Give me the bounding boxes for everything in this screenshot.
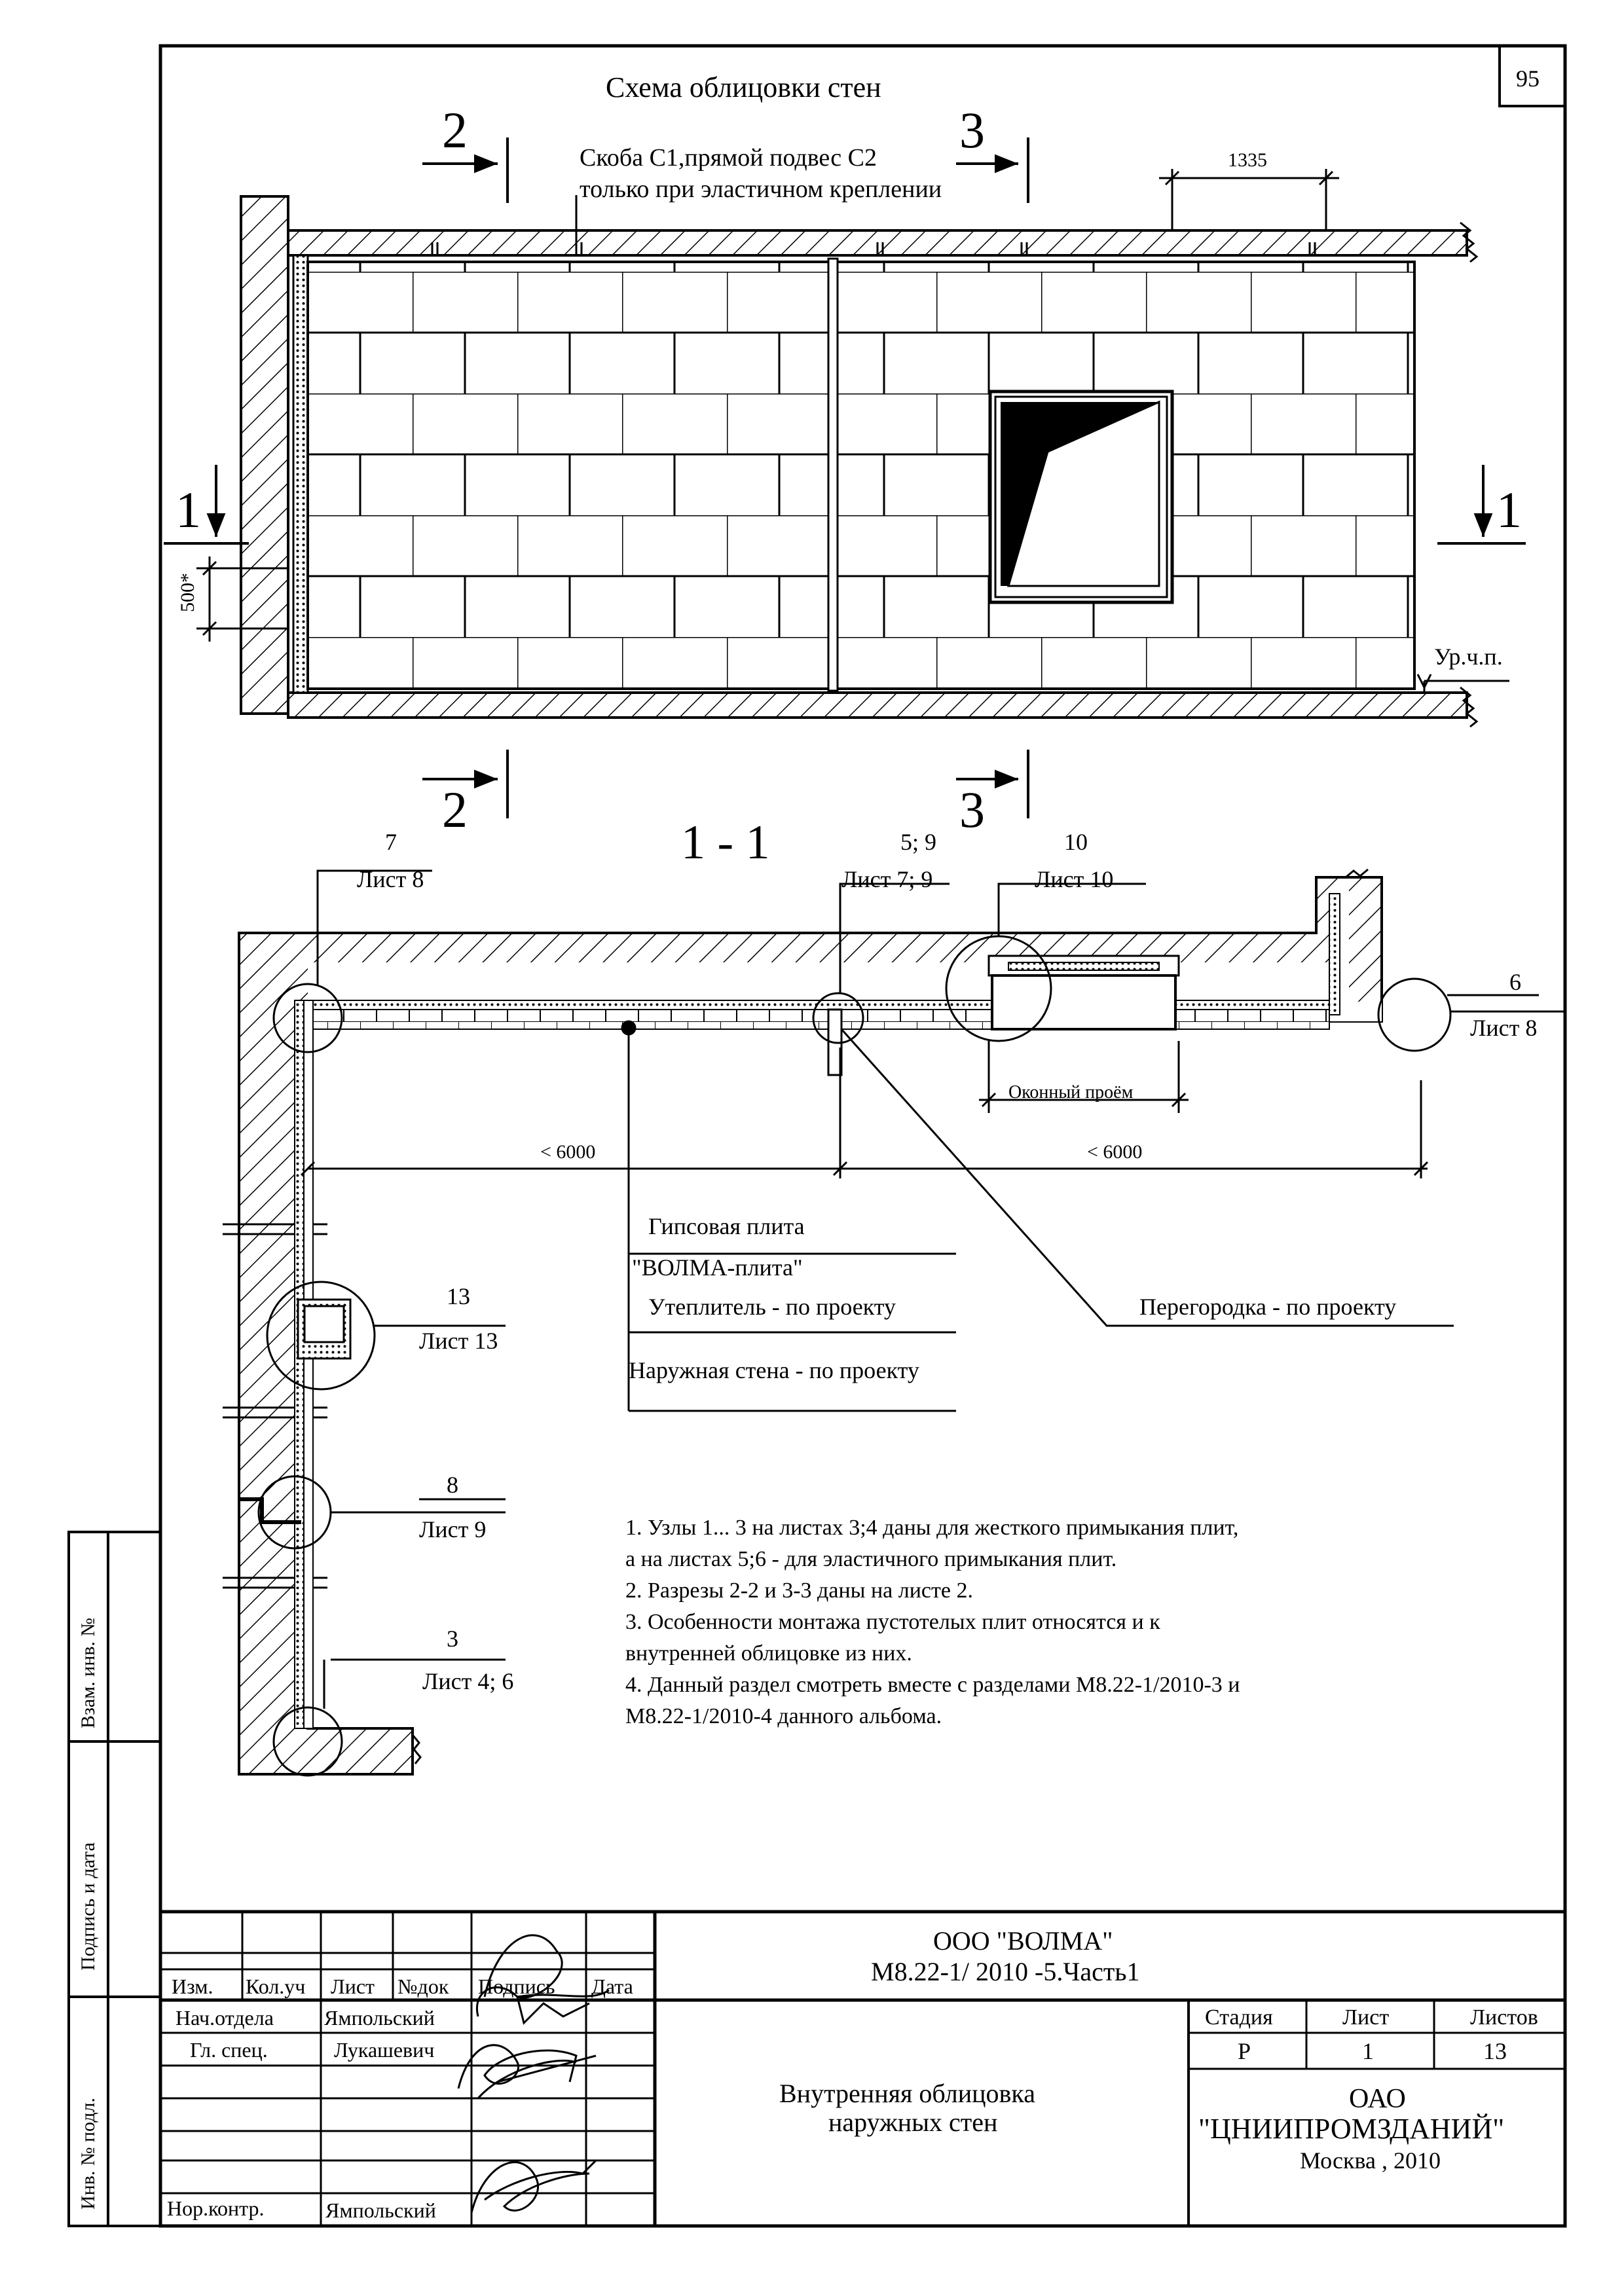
window-label: Оконный проём — [1008, 1082, 1134, 1102]
note-line-1: 1. Узлы 1... 3 на листах 3;4 даны для же… — [625, 1516, 1239, 1540]
layer-outer-wall: Наружная стена - по проекту — [629, 1357, 919, 1383]
doc-title-1: Внутренняя облицовка — [779, 2079, 1036, 2108]
sheets-value: 13 — [1483, 2038, 1507, 2064]
company-line-2: "ЦНИИПРОМЗДАНИЙ" — [1198, 2113, 1505, 2145]
sheet-number: 95 — [1516, 65, 1540, 92]
stamp-signature-date: Подпись и дата — [77, 1842, 99, 1971]
sheet-label: Лист — [1342, 2005, 1390, 2030]
left-column — [240, 195, 289, 715]
callout-3-num: 3 — [447, 1626, 458, 1652]
stamp-original-inv: Инв. № подл. — [77, 2098, 99, 2210]
callout-6-num: 6 — [1509, 969, 1521, 995]
sheet-number-box — [1498, 45, 1566, 107]
callout-59-sheet: Лист 7; 9 — [841, 866, 933, 892]
role-head: Нач.отдела — [175, 2006, 274, 2030]
note-line-5: внутренней облицовке из них. — [625, 1641, 912, 1666]
brick-wall — [306, 261, 1416, 690]
callout-7-num: 7 — [385, 829, 397, 855]
hdr-ndok: №док — [397, 1975, 449, 1998]
section-title: 1 - 1 — [681, 816, 770, 869]
callout-3-sheet: Лист 4; 6 — [422, 1668, 514, 1694]
stage-label: Стадия — [1205, 2005, 1273, 2030]
sheets-label: Листов — [1470, 2005, 1538, 2030]
name-norm: Ямпольский — [325, 2198, 436, 2222]
sheet-frame — [158, 44, 1567, 2228]
doc-title-2: наружных стен — [828, 2107, 998, 2137]
note-line-4: 3. Особенности монтажа пустотелых плит о… — [625, 1610, 1160, 1634]
callout-8-sheet: Лист 9 — [419, 1516, 487, 1542]
stage-value: Р — [1238, 2038, 1251, 2064]
bottom-slab — [287, 691, 1468, 719]
callout-13-sheet: Лист 13 — [419, 1328, 498, 1354]
org-line-2: М8.22-1/ 2010 -5.Часть1 — [871, 1957, 1140, 1986]
cut-mark-2-top: 2 — [442, 101, 468, 158]
cut-mark-3-bottom: 3 — [959, 781, 985, 838]
side-stamp — [67, 1531, 162, 2227]
dim-500: 500* — [177, 573, 198, 612]
hdr-kolich: Кол.уч — [246, 1975, 306, 1998]
callout-13-num: 13 — [447, 1283, 470, 1309]
layer-insulation: Утеплитель - по проекту — [648, 1294, 896, 1320]
cut-mark-3-top: 3 — [959, 101, 985, 158]
callout-6-sheet: Лист 8 — [1470, 1015, 1538, 1041]
note-line-6: 4. Данный раздел смотреть вместе с разде… — [625, 1673, 1240, 1697]
name-head: Ямпольский — [324, 2006, 435, 2030]
layer-volma: "ВОЛМА-плита" — [632, 1254, 803, 1281]
callout-10-num: 10 — [1064, 829, 1088, 855]
partition-label: Перегородка - по проекту — [1139, 1294, 1397, 1320]
dim-right-6000: < 6000 — [1087, 1141, 1143, 1163]
city-year: Москва , 2010 — [1300, 2147, 1441, 2174]
cut-mark-1-left: 1 — [175, 481, 201, 538]
title-block-grid — [160, 1910, 1565, 2226]
hdr-data: Дата — [591, 1975, 633, 1998]
hdr-podpis: Подпись — [478, 1975, 555, 1998]
company-line-1: ОАО — [1349, 2084, 1406, 2114]
note-line-2: а на листах 5;6 - для эластичного примык… — [625, 1547, 1117, 1571]
dim-left-6000: < 6000 — [540, 1141, 596, 1163]
plan-title: Схема облицовки стен — [606, 71, 881, 103]
bracket-note-1: Скоба С1,прямой подвес С2 — [580, 144, 877, 172]
hdr-list: Лист — [331, 1975, 375, 1998]
sheet-value: 1 — [1362, 2038, 1374, 2064]
note-line-3: 2. Разрезы 2-2 и 3-3 даны на листе 2. — [625, 1578, 973, 1603]
role-norm: Нор.контр. — [167, 2196, 265, 2220]
hdr-izm: Изм. — [172, 1975, 213, 1998]
cut-mark-2-bottom: 2 — [442, 781, 468, 838]
bracket-note-2: только при эластичном креплении — [580, 175, 942, 203]
stamp-replace-inv: Взам. инв. № — [77, 1617, 99, 1728]
callout-10-sheet: Лист 10 — [1035, 866, 1114, 892]
signature-marks — [457, 1934, 610, 2214]
cut-mark-1-right: 1 — [1496, 481, 1522, 538]
callout-7-sheet: Лист 8 — [357, 866, 424, 892]
callout-59-num: 5; 9 — [900, 829, 937, 855]
section-view — [223, 868, 1565, 1777]
plan-view — [164, 137, 1526, 818]
role-chief: Гл. спец. — [190, 2038, 268, 2062]
name-chief: Лукашевич — [334, 2038, 435, 2062]
dim-1335: 1335 — [1228, 149, 1267, 171]
org-line-1: ООО "ВОЛМА" — [933, 1926, 1113, 1956]
callout-8-num: 8 — [447, 1472, 458, 1498]
note-line-7: М8.22-1/2010-4 данного альбома. — [625, 1704, 942, 1728]
floor-level: Ур.ч.п. — [1434, 644, 1503, 670]
layer-gypsum: Гипсовая плита — [648, 1213, 805, 1239]
